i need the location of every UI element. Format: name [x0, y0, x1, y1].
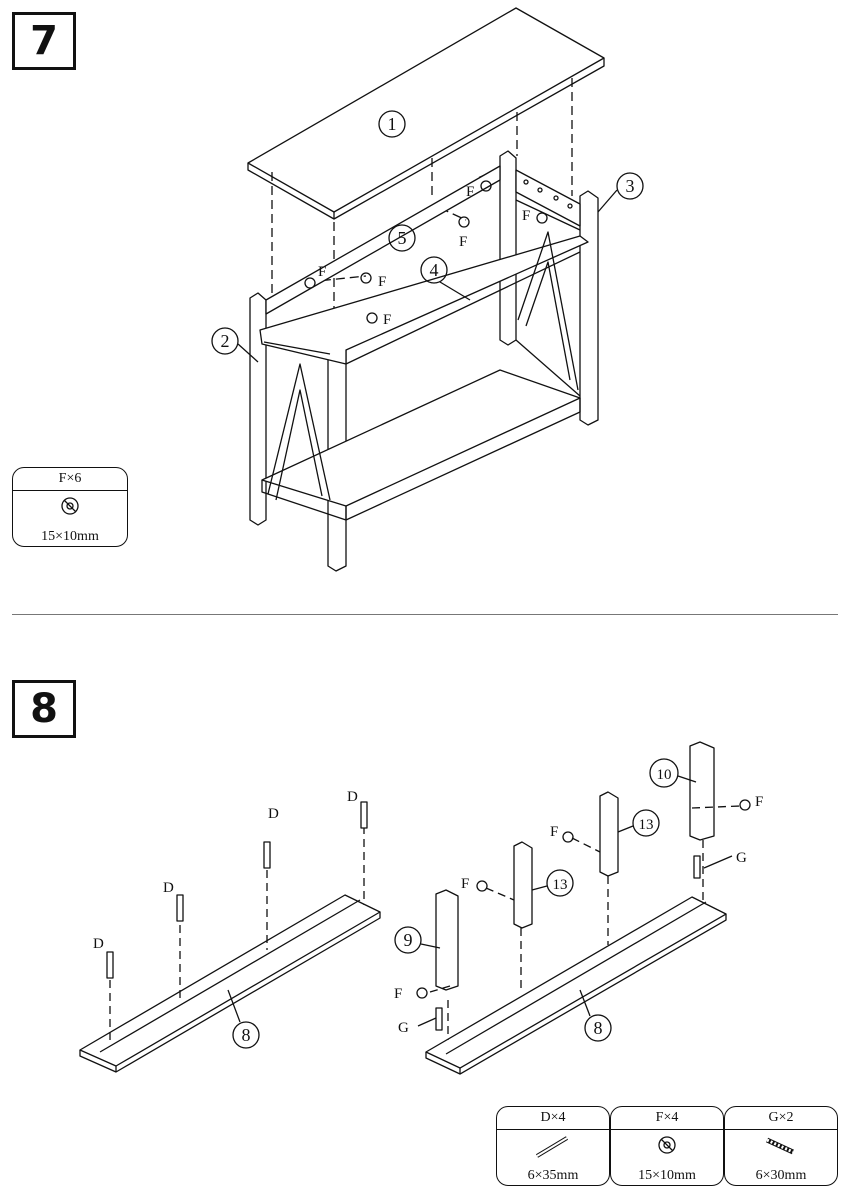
part-label-2: 2	[221, 331, 230, 351]
part-label-13: 13	[553, 877, 568, 893]
step-8-number: 8	[12, 680, 76, 738]
fastener-f-label: F	[383, 312, 391, 328]
fastener-f-label: F	[318, 264, 326, 280]
part-label-1: 1	[388, 114, 397, 134]
base-rail-left	[79, 894, 381, 1073]
cam-bolt-icon	[535, 1136, 569, 1158]
part-callouts	[227, 758, 733, 1049]
hardware-label: F×4	[611, 1107, 723, 1130]
fastener-f-label: F	[550, 824, 558, 840]
fastener-f-label: F	[459, 234, 467, 250]
part-label-3: 3	[626, 176, 635, 196]
cam-lock-fasteners	[416, 799, 751, 999]
bolt-d-label: D	[93, 936, 104, 952]
hardware-box-f: F×4 15×10mm	[610, 1106, 724, 1186]
hardware-box-d: D×4 6×35mm	[496, 1106, 610, 1186]
hardware-label: G×2	[725, 1107, 837, 1130]
hardware-size: 6×35mm	[527, 1168, 579, 1183]
part-label-5: 5	[398, 228, 407, 248]
hardware-size: 15×10mm	[41, 529, 99, 544]
hardware-label: D×4	[497, 1107, 609, 1130]
table-frame	[249, 150, 599, 572]
part-callouts	[211, 110, 644, 363]
part-label-10: 10	[657, 767, 672, 783]
step-7-illustration: 1 2 3 4 5 F F F F F F	[211, 7, 644, 572]
step-7-number: 7	[12, 12, 76, 70]
bolt-d-label: D	[268, 806, 279, 822]
cam-lock-icon	[658, 1136, 676, 1154]
alignment-lines	[109, 805, 741, 1040]
hardware-size: 15×10mm	[638, 1168, 696, 1183]
tabletop-panel	[247, 7, 605, 220]
bolt-d-label: D	[347, 789, 358, 805]
hardware-box-f: F×6 15×10mm	[12, 467, 128, 547]
part-label-4: 4	[430, 260, 439, 280]
dowel-g-label: G	[398, 1020, 409, 1036]
dowel-icon	[765, 1137, 795, 1155]
part-label-8: 8	[242, 1025, 251, 1045]
fastener-f-label: F	[394, 986, 402, 1002]
hardware-size: 6×30mm	[755, 1168, 807, 1183]
cam-lock-fasteners	[304, 180, 548, 324]
fastener-f-label: F	[755, 794, 763, 810]
cam-bolts	[106, 801, 368, 979]
section-divider	[12, 614, 838, 615]
fastener-f-label: F	[461, 876, 469, 892]
part-label-9: 9	[404, 930, 413, 950]
dowels	[435, 855, 701, 1031]
hardware-label: F×6	[13, 468, 127, 491]
hardware-box-g: G×2 6×30mm	[724, 1106, 838, 1186]
uprights	[435, 741, 715, 991]
part-label-13: 13	[639, 817, 654, 833]
part-label-8: 8	[594, 1018, 603, 1038]
fastener-f-label: F	[378, 274, 386, 290]
bolt-d-label: D	[163, 880, 174, 896]
dowel-g-label: G	[736, 850, 747, 866]
fastener-f-label: F	[466, 184, 474, 200]
fastener-f-label: F	[522, 208, 530, 224]
base-rail-right	[425, 896, 727, 1075]
cam-lock-icon	[61, 497, 79, 515]
